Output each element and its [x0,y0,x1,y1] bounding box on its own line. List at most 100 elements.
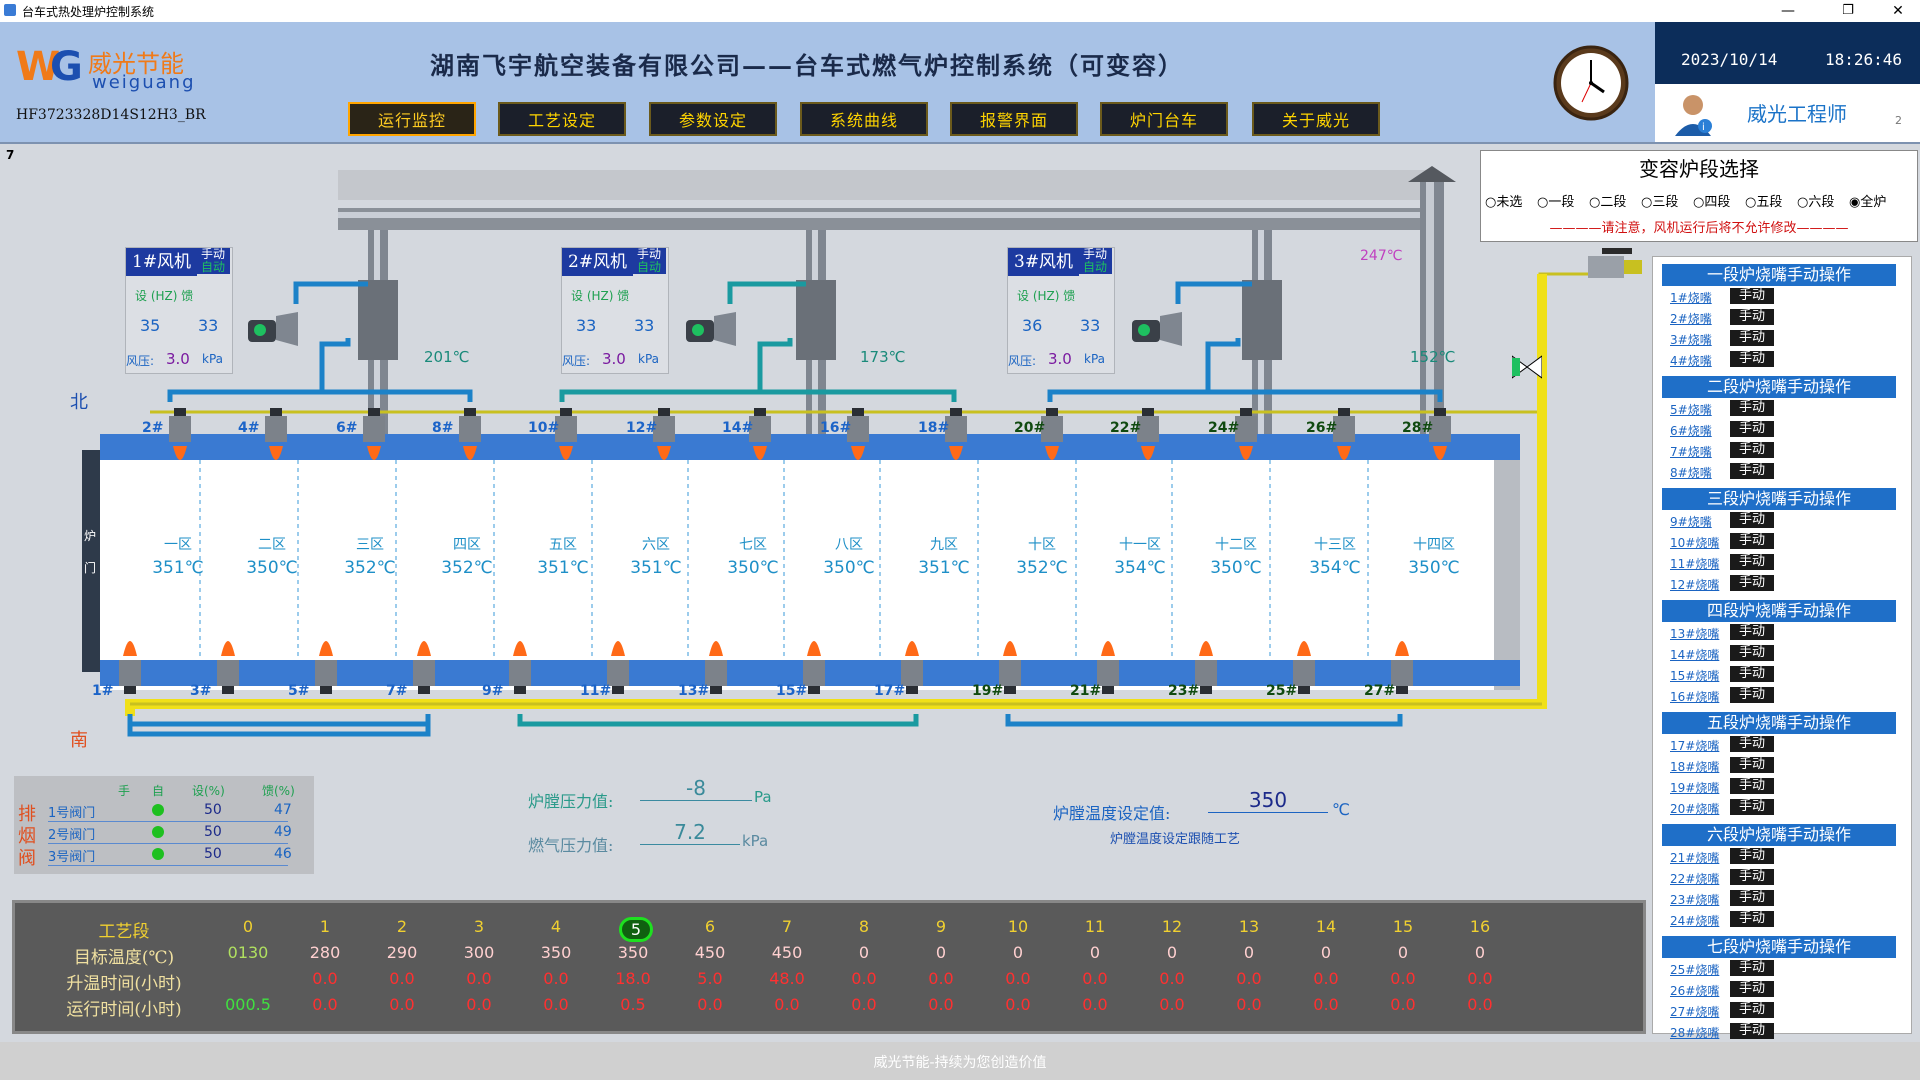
segment-option-5[interactable]: ○五段 [1745,191,1797,210]
process-target-temp[interactable]: 0 [1320,943,1332,962]
process-ramp-time[interactable]: 0.0 [466,969,492,988]
setpoint-value[interactable]: 350 [1208,788,1328,813]
process-ramp-time[interactable]: 0.0 [851,969,877,988]
process-ramp-time[interactable]: 0.0 [312,969,338,988]
manual-burner-button[interactable]: 手动 [1730,960,1774,976]
segment-option-7[interactable]: ◉全炉 [1849,191,1901,210]
fan-3-set[interactable]: 36 [1022,316,1043,335]
process-target-temp[interactable]: 0 [1474,943,1486,962]
fan-2-motor-icon[interactable] [686,308,742,356]
gas-main-valve-icon[interactable] [1588,248,1642,288]
manual-burner-button[interactable]: 手动 [1730,666,1774,682]
auto-indicator-icon[interactable] [152,826,164,838]
process-ramp-time[interactable]: 0.0 [543,969,569,988]
burner-bottom-4[interactable] [413,641,435,694]
burner-bottom-1[interactable] [119,641,141,694]
burner-top-3[interactable] [363,408,385,460]
manual-burner-button[interactable]: 手动 [1730,421,1774,437]
burner-top-2[interactable] [265,408,287,460]
process-ramp-time[interactable]: 48.0 [769,969,805,988]
manual-burner-button[interactable]: 手动 [1730,757,1774,773]
segment-option-0[interactable]: ○未选 [1485,191,1537,210]
burner-top-5[interactable] [555,408,577,460]
process-target-temp[interactable]: 0 [935,943,947,962]
process-target-temp[interactable]: 0 [1089,943,1101,962]
burner-bottom-8[interactable] [803,641,825,694]
fan-3-mode[interactable]: 手动自动 [1078,248,1112,274]
manual-burner-button[interactable]: 手动 [1730,848,1774,864]
fan-2-set[interactable]: 33 [576,316,597,335]
burner-bottom-2[interactable] [217,641,239,694]
nav-parameter-setting[interactable]: 参数设定 [649,102,777,136]
process-target-temp[interactable]: 350 [617,943,649,962]
burner-top-14[interactable] [1429,408,1451,460]
burner-top-4[interactable] [459,408,481,460]
process-target-temp[interactable]: 0 [1397,943,1409,962]
burner-top-13[interactable] [1333,408,1355,460]
fan-3-motor-icon[interactable] [1132,308,1188,356]
process-ramp-time[interactable]: 18.0 [615,969,651,988]
exhaust-valve-set[interactable]: 50 [204,802,222,818]
manual-burner-button[interactable]: 手动 [1730,799,1774,815]
segment-option-6[interactable]: ○六段 [1797,191,1849,210]
nav-process-setting[interactable]: 工艺设定 [498,102,626,136]
burner-top-11[interactable] [1137,408,1159,460]
auto-indicator-icon[interactable] [152,848,164,860]
manual-burner-button[interactable]: 手动 [1730,1002,1774,1018]
process-target-temp[interactable]: 0130 [227,943,269,962]
process-ramp-time[interactable]: 0.0 [389,969,415,988]
nav-door-trolley[interactable]: 炉门台车 [1100,102,1228,136]
process-ramp-time[interactable]: 0.0 [1467,969,1493,988]
manual-burner-button[interactable]: 手动 [1730,736,1774,752]
process-target-temp[interactable]: 290 [386,943,418,962]
nav-run-monitor[interactable]: 运行监控 [348,102,476,136]
burner-bottom-7[interactable] [705,641,727,694]
manual-burner-button[interactable]: 手动 [1730,554,1774,570]
fan-1-set[interactable]: 35 [140,316,161,335]
process-target-temp[interactable]: 280 [309,943,341,962]
auto-indicator-icon[interactable] [152,804,164,816]
burner-top-10[interactable] [1041,408,1063,460]
manual-burner-button[interactable]: 手动 [1730,869,1774,885]
nav-about[interactable]: 关于威光 [1252,102,1380,136]
segment-option-3[interactable]: ○三段 [1641,191,1693,210]
close-button[interactable]: ✕ [1892,3,1904,19]
manual-burner-button[interactable]: 手动 [1730,351,1774,367]
manual-burner-button[interactable]: 手动 [1730,1023,1774,1039]
process-ramp-time[interactable]: 0.0 [1159,969,1185,988]
process-target-temp[interactable]: 450 [771,943,803,962]
manual-burner-button[interactable]: 手动 [1730,890,1774,906]
burner-bottom-11[interactable] [1097,641,1119,694]
nav-alarm[interactable]: 报警界面 [950,102,1078,136]
manual-burner-button[interactable]: 手动 [1730,575,1774,591]
process-ramp-time[interactable]: 0.0 [1236,969,1262,988]
burner-bottom-12[interactable] [1195,641,1217,694]
process-target-temp[interactable]: 300 [463,943,495,962]
burner-top-8[interactable] [847,408,869,460]
manual-burner-button[interactable]: 手动 [1730,288,1774,304]
burner-bottom-10[interactable] [999,641,1021,694]
process-ramp-time[interactable]: 0.0 [1005,969,1031,988]
process-ramp-time[interactable]: 0.0 [928,969,954,988]
exhaust-valve-set[interactable]: 50 [204,846,222,862]
minimize-button[interactable]: — [1781,3,1795,19]
burner-top-9[interactable] [945,408,967,460]
burner-bottom-3[interactable] [315,641,337,694]
process-ramp-time[interactable]: 0.0 [1082,969,1108,988]
gas-solenoid-valve-icon[interactable] [1511,350,1543,388]
burner-bottom-9[interactable] [901,641,923,694]
furnace-door-label[interactable]: 炉门 [84,529,97,575]
burner-top-7[interactable] [749,408,771,460]
fan-2-mode[interactable]: 手动自动 [632,248,666,274]
fan-1-mode[interactable]: 手动自动 [196,248,230,274]
nav-system-curve[interactable]: 系统曲线 [800,102,928,136]
segment-option-4[interactable]: ○四段 [1693,191,1745,210]
manual-burner-button[interactable]: 手动 [1730,911,1774,927]
fan-1-motor-icon[interactable] [248,308,304,356]
manual-burner-button[interactable]: 手动 [1730,309,1774,325]
process-ramp-time[interactable]: 0.0 [1390,969,1416,988]
process-target-temp[interactable]: 0 [1243,943,1255,962]
burner-bottom-14[interactable] [1391,641,1413,694]
burner-bottom-13[interactable] [1293,641,1315,694]
manual-burner-button[interactable]: 手动 [1730,533,1774,549]
